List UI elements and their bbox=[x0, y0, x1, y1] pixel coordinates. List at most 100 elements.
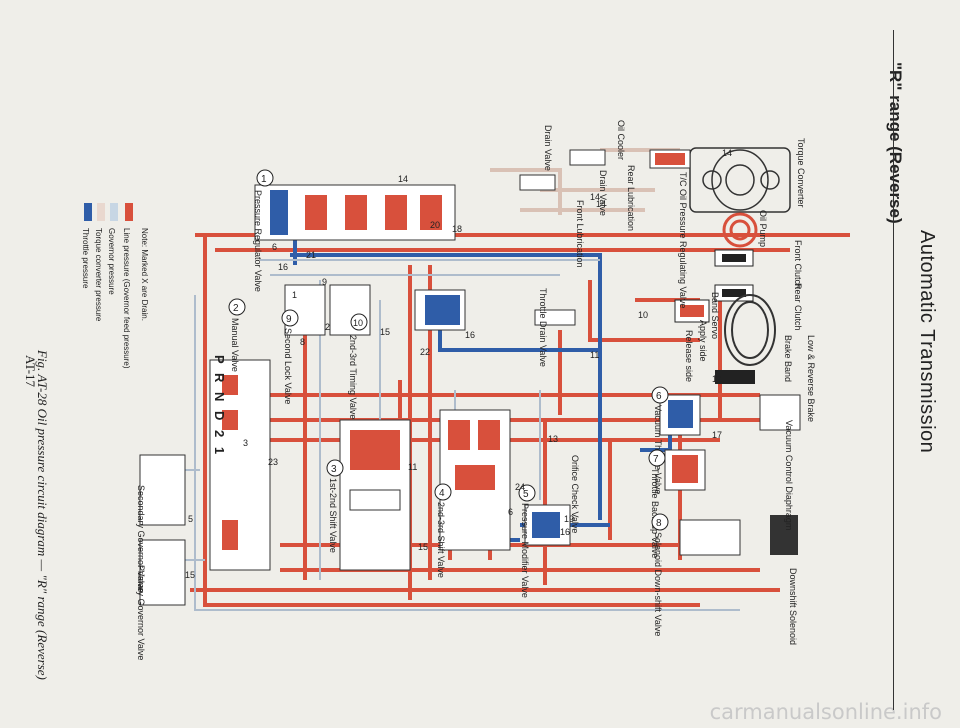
legend-swatch-governor-pressure bbox=[110, 203, 118, 221]
valve-10-label: 2nd-3rd Timing Valve bbox=[348, 335, 358, 419]
svg-text:5: 5 bbox=[523, 489, 529, 500]
shift-valve-1-2-body bbox=[339, 419, 411, 571]
primary-governor-label: Primary Governor Valve bbox=[136, 565, 146, 660]
line-number: 3 bbox=[243, 438, 248, 448]
line-number: 11 bbox=[408, 462, 417, 472]
oil-pump-icon bbox=[722, 212, 758, 248]
valve-4-label: 2nd-3rd Shift Valve bbox=[436, 502, 446, 578]
oil-pump-label: Oil Pump bbox=[758, 210, 768, 247]
shift-valve-2-3-body bbox=[439, 409, 511, 551]
valve-1-label: Pressure Regulator Valve bbox=[253, 190, 263, 292]
line-number: 16 bbox=[560, 527, 570, 537]
line-number: 15 bbox=[418, 542, 428, 552]
legend-swatch-throttle-pressure bbox=[84, 203, 92, 221]
legend-item-converter-pressure: Torque converter pressure bbox=[94, 203, 105, 322]
torque-converter-icon bbox=[689, 147, 791, 213]
line-number: 16 bbox=[278, 262, 288, 272]
drain-valve-body bbox=[519, 149, 606, 191]
legend-item-governor-pressure: Governor pressure bbox=[107, 203, 118, 295]
manual-valve-body bbox=[209, 359, 271, 571]
line-number: 23 bbox=[268, 457, 278, 467]
valve-7-label: Throttle Back-up Valve bbox=[650, 468, 660, 558]
drain-valve-1-label: Drain Valve bbox=[598, 170, 608, 216]
valve-8-callout: 8 Solenoid Down-shift Valve bbox=[651, 513, 669, 636]
line-number: 19 bbox=[564, 514, 574, 524]
svg-text:1: 1 bbox=[261, 174, 267, 185]
line-number: 15 bbox=[380, 327, 390, 337]
line-number: 6 bbox=[508, 507, 513, 517]
line-number: 20 bbox=[430, 220, 440, 230]
legend-item-line-pressure: Line pressure (Governor feed pressure) bbox=[122, 203, 133, 369]
legend-label-converter-pressure: Torque converter pressure bbox=[94, 228, 103, 322]
valve-3-callout: 3 1st-2nd Shift Valve bbox=[326, 459, 344, 553]
line-number: 14 bbox=[596, 199, 606, 209]
valve-4-callout: 4 2nd-3rd Shift Valve bbox=[434, 483, 452, 578]
watermark: carmanualsonline.info bbox=[709, 700, 942, 724]
prnd21-label: P R N D 2 1 bbox=[212, 355, 227, 457]
pressure-modifier-valve-body bbox=[524, 504, 571, 546]
drain-valve-2-label: Drain Valve bbox=[543, 125, 553, 171]
legend: Note: Marked X are Drain. Line pressure … bbox=[81, 203, 149, 369]
line-number: 11 bbox=[590, 350, 599, 360]
line-number: 9 bbox=[322, 277, 327, 287]
line-number: 17 bbox=[712, 430, 722, 440]
orifice-check-valve-label: Orifice Check Valve bbox=[570, 455, 580, 533]
line-number: 13 bbox=[548, 434, 558, 444]
legend-label-throttle-pressure: Throttle pressure bbox=[81, 228, 90, 289]
apply-side-label: Apply side bbox=[698, 320, 708, 362]
line-number: 14 bbox=[590, 192, 600, 202]
svg-text:8: 8 bbox=[656, 518, 662, 529]
svg-text:2: 2 bbox=[233, 303, 239, 314]
line-number: 5 bbox=[188, 514, 193, 524]
solenoid-downshift-valve-body bbox=[679, 515, 798, 556]
svg-text:4: 4 bbox=[439, 488, 445, 499]
line-number: 6 bbox=[272, 242, 277, 252]
vacuum-control-diaphragm-label: Vacuum Control Diaphragm bbox=[784, 420, 794, 530]
line-number: 14 bbox=[722, 148, 732, 158]
line-number: 15 bbox=[185, 570, 195, 580]
band-servo-icon bbox=[674, 299, 710, 323]
line-number: 8 bbox=[300, 337, 305, 347]
vacuum-throttle-valve-body bbox=[659, 394, 801, 436]
throttle-drain-valve-body bbox=[414, 289, 576, 331]
valve-7-callout: 7 Throttle Back-up Valve bbox=[648, 449, 666, 558]
brake-band-icon bbox=[724, 294, 776, 366]
band-servo-label: Band Servo bbox=[710, 292, 720, 339]
line-number: 24 bbox=[515, 482, 525, 492]
line-number: 12 bbox=[712, 374, 722, 384]
throttle-backup-valve-body bbox=[664, 449, 706, 491]
front-clutch-icon bbox=[714, 249, 754, 267]
release-side-label: Release side bbox=[684, 330, 694, 382]
secondary-governor-valve-body bbox=[139, 454, 186, 526]
line-number: 10 bbox=[638, 310, 648, 320]
legend-swatch-line-pressure bbox=[125, 203, 133, 221]
legend-item-throttle-pressure: Throttle pressure bbox=[81, 203, 92, 289]
line-number: 14 bbox=[398, 174, 408, 184]
tc-pressure-valve-body bbox=[649, 149, 691, 169]
valve-5-label: Pressure Modifier Valve bbox=[520, 503, 530, 598]
legend-label-line-pressure: Line pressure (Governor feed pressure) bbox=[122, 228, 131, 369]
line-number-labels: 14 14 14 20 18 21 16 6 9 1 8 2 3 15 22 1… bbox=[185, 148, 732, 580]
pressure-regulator-valve-body bbox=[254, 184, 456, 241]
valve-callouts: 1 Pressure Regulator Valve 2 Manual Valv… bbox=[228, 169, 669, 636]
throttle-drain-valve-label: Throttle Drain Valve bbox=[538, 288, 548, 367]
oil-cooler-label: Oil Cooler bbox=[616, 120, 626, 160]
svg-text:6: 6 bbox=[656, 391, 662, 402]
primary-governor-valve-body bbox=[139, 539, 186, 606]
svg-text:7: 7 bbox=[653, 454, 659, 465]
line-number: 16 bbox=[465, 330, 475, 340]
svg-text:9: 9 bbox=[286, 314, 292, 325]
low-reverse-brake-icon bbox=[715, 370, 755, 384]
valve-9-callout: 9 Second Lock Valve bbox=[281, 309, 299, 404]
line-number: 2 bbox=[325, 322, 330, 332]
secondary-governor-label: Secondary Governor Valve bbox=[136, 485, 146, 592]
legend-swatch-converter-pressure bbox=[97, 203, 105, 221]
header-rule bbox=[893, 30, 894, 710]
downshift-solenoid-label: Downshift Solenoid bbox=[788, 568, 798, 645]
rear-clutch-label: Rear Clutch bbox=[793, 283, 803, 331]
valve-2-label: Manual Valve bbox=[230, 318, 240, 372]
valve-5-callout: 5 Pressure Modifier Valve bbox=[518, 484, 536, 598]
line-number: 21 bbox=[306, 250, 316, 260]
valve-3-label: 1st-2nd Shift Valve bbox=[328, 478, 338, 553]
